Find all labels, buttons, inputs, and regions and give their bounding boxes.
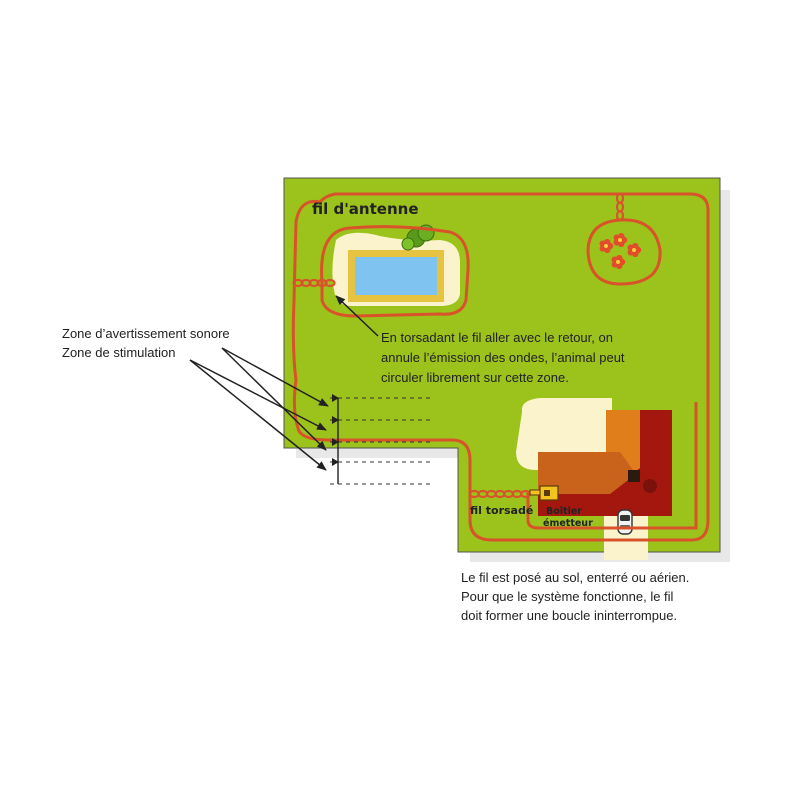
flower-petal [604, 239, 611, 246]
twisted-wire-pool [292, 278, 336, 288]
flower-center [632, 248, 636, 252]
twist-note-line1: En torsadant le fil aller avec le retour… [381, 330, 613, 345]
flower-petal [616, 255, 623, 262]
flower-center [618, 238, 622, 242]
flower-icon [599, 239, 614, 253]
boundary-wire [291, 192, 710, 542]
flower-petal [618, 233, 625, 240]
flower-bed [586, 218, 662, 286]
bottom-note-line1: Le fil est posé au sol, enterré ou aérie… [461, 570, 689, 585]
flower-icon [611, 255, 626, 269]
car-icon [617, 509, 633, 535]
flower-icon [627, 243, 642, 257]
twist-link [324, 278, 336, 288]
twist-note-line2: annule l’émission des ondes, l’animal pe… [381, 350, 625, 365]
bush-icon [401, 237, 415, 251]
stimulation-zone-note: Zone de stimulation [62, 345, 175, 360]
flower-petal [632, 243, 639, 250]
chimney [628, 470, 640, 482]
warning-zone-note: Zone d’avertissement sonore [62, 326, 230, 341]
twisted-wire-flowers [615, 192, 625, 222]
pool-water [355, 257, 437, 295]
flower-center [604, 244, 608, 248]
bottom-note-line2: Pour que le système fonctionne, le fil [461, 589, 674, 604]
transmitter-label-line2: émetteur [543, 518, 593, 529]
pool-wire [320, 225, 470, 318]
transmitter-box [529, 485, 559, 501]
bottom-note-line3: doit former une boucle ininterrompue. [461, 608, 677, 623]
antenna-wire-label: fil d'antenne [312, 200, 419, 218]
roof-vent [643, 479, 657, 493]
house [538, 410, 672, 516]
transmitter-label-line1: Boîtier [546, 506, 582, 517]
zone-arrows [189, 347, 329, 471]
house-wire [526, 402, 698, 530]
twisted-wire-label: fil torsadé [470, 504, 533, 517]
twist-note-line3: circuler librement sur cette zone. [381, 370, 569, 385]
twisted-wire-house [468, 489, 532, 499]
twist-arrow [335, 295, 379, 337]
flower-center [616, 260, 620, 264]
zone-markers [330, 394, 430, 485]
twist-link [615, 210, 625, 222]
roof-mid [538, 452, 636, 494]
flower-icon [613, 233, 628, 247]
flower-bed-wire [586, 218, 662, 286]
